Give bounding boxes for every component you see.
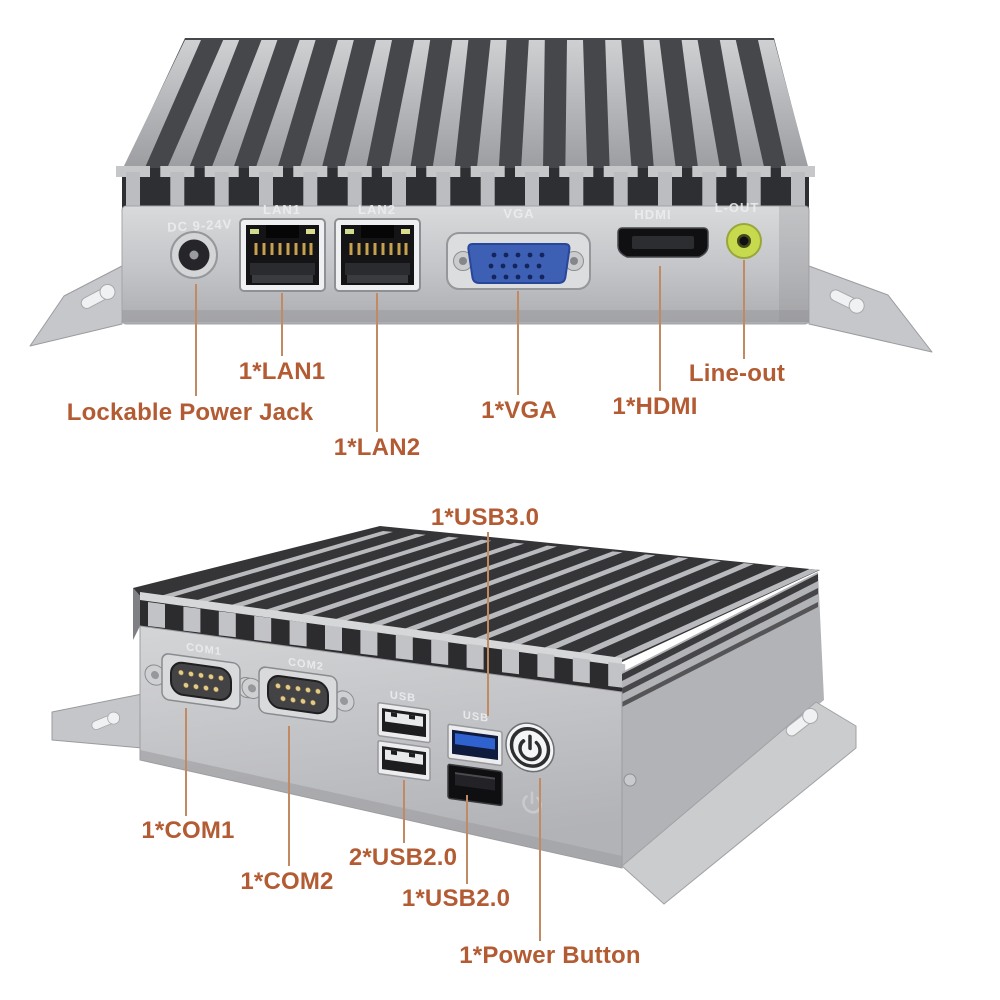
top-unit: DC 9-24V LAN1 LAN2 VGA HDMI L-OUT [29, 38, 933, 353]
audio-line-out-jack [726, 223, 762, 259]
callout-label-vga: 1*VGA [481, 397, 557, 424]
panel-print-hdmi: HDMI [634, 207, 671, 222]
bottom-mounting-bracket-right [621, 701, 857, 905]
bottom-side-face [622, 572, 824, 868]
usb2-port-black [447, 763, 503, 807]
callout-label-power-button: 1*Power Button [459, 942, 641, 969]
panel-print-com1: COM1 [186, 641, 222, 658]
usb2-port-bottom [377, 739, 431, 782]
top-mounting-ear-right [808, 265, 933, 353]
callout-label-com2: 1*COM2 [240, 868, 334, 895]
lan1-port [238, 217, 327, 293]
panel-print-vga: VGA [503, 206, 534, 221]
callout-label-usb2-single: 1*USB2.0 [401, 885, 511, 912]
power-button [505, 722, 555, 773]
callout-label-power-jack: Lockable Power Jack [66, 399, 314, 426]
panel-print-lan2: LAN2 [358, 202, 396, 217]
callout-label-usb2-pair: 2*USB2.0 [348, 844, 458, 871]
usb2-port-top [377, 701, 431, 744]
case-screw [623, 773, 637, 787]
panel-print-usb-left: USB [390, 689, 416, 705]
callout-label-usb3: 1*USB3.0 [430, 504, 540, 531]
lan2-port [333, 217, 422, 293]
top-mounting-ear-left [29, 265, 123, 347]
callout-label-hdmi: 1*HDMI [612, 393, 698, 420]
vga-port [446, 232, 591, 290]
bottom-mounting-bracket-left [51, 693, 143, 749]
usb3-port [447, 723, 503, 767]
hdmi-port [617, 227, 709, 258]
callout-label-lan2: 1*LAN2 [333, 434, 421, 461]
callout-label-lan1: 1*LAN1 [238, 358, 326, 385]
panel-print-dc: DC 9-24V [167, 216, 233, 234]
callout-label-com1: 1*COM1 [141, 817, 235, 844]
callout-lines [185, 260, 745, 941]
dc-jack [170, 231, 218, 279]
panel-print-com2: COM2 [288, 656, 324, 673]
panel-print-usb-right: USB [463, 709, 489, 725]
callout-label-line-out: Line-out [688, 360, 786, 387]
panel-print-lan1: LAN1 [263, 202, 301, 217]
panel-print-lout: L-OUT [715, 200, 760, 215]
top-heatsink [116, 38, 815, 210]
bottom-unit: COM1 COM2 USB USB [51, 526, 857, 905]
